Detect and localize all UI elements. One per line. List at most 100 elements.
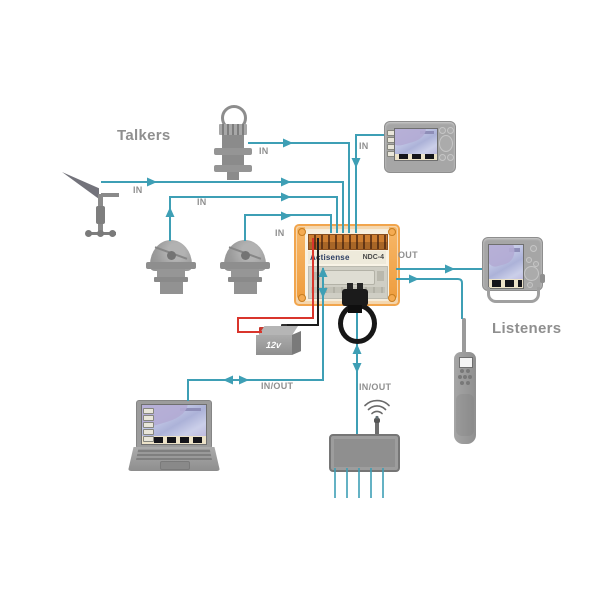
wind-vane-sensor bbox=[58, 170, 122, 242]
compass-sensor-2 bbox=[220, 238, 270, 296]
flow-label-display-top: IN bbox=[359, 141, 369, 151]
compass-base-plate bbox=[220, 262, 270, 269]
handheld-key bbox=[463, 375, 467, 379]
wifi-gateway-case bbox=[329, 434, 400, 472]
cable-handheld bbox=[396, 278, 463, 319]
cable-transducer bbox=[248, 142, 350, 233]
battery-12v: 12v bbox=[254, 322, 302, 356]
mux-endcap-left bbox=[297, 227, 305, 299]
plug-pin bbox=[357, 283, 363, 291]
battery-voltage-label: 12v bbox=[266, 340, 282, 350]
transducer-neck bbox=[222, 135, 244, 148]
wind-vane-blade bbox=[62, 172, 99, 199]
transducer-device bbox=[210, 103, 258, 183]
mux-terminal-strip bbox=[308, 234, 388, 250]
screen-tab bbox=[143, 422, 154, 428]
laptop-touchpad bbox=[160, 461, 190, 470]
flow-arrow-down bbox=[352, 363, 362, 373]
rotary-knob bbox=[524, 266, 539, 281]
compass-hub bbox=[241, 251, 250, 260]
flow-label-compass-2: IN bbox=[275, 228, 285, 238]
wifi-gateway bbox=[325, 398, 401, 472]
handheld-remote bbox=[450, 314, 480, 448]
pcb-chip bbox=[377, 271, 384, 281]
flow-arrow-right bbox=[239, 375, 249, 385]
screen-tab bbox=[143, 436, 154, 442]
flow-arrow-up bbox=[165, 207, 175, 217]
chartplotter-top bbox=[384, 121, 456, 173]
compass-hub bbox=[167, 251, 176, 260]
compass-sensor-1 bbox=[146, 238, 196, 296]
flow-label-laptop: IN/OUT bbox=[261, 381, 294, 391]
softkey-bar bbox=[399, 154, 436, 160]
wind-vane-arm bbox=[101, 193, 119, 197]
transducer-flange bbox=[214, 148, 252, 155]
rocker-pad bbox=[439, 135, 453, 152]
mount-stub bbox=[540, 274, 545, 283]
wind-vane-mast-joint bbox=[96, 206, 105, 224]
laptop-keyboard bbox=[136, 449, 212, 460]
handheld-display bbox=[459, 357, 473, 368]
handheld-grip bbox=[456, 394, 474, 436]
round-button bbox=[439, 154, 446, 161]
handheld-antenna bbox=[462, 318, 466, 356]
flow-label-transducer: IN bbox=[259, 146, 269, 156]
flow-arrow-right bbox=[409, 274, 419, 284]
battery-side bbox=[292, 331, 301, 355]
screen-tab bbox=[143, 415, 154, 421]
handheld-key bbox=[468, 375, 472, 379]
anemometer-cup bbox=[97, 230, 104, 237]
handheld-key bbox=[458, 375, 462, 379]
wifi-antenna bbox=[375, 422, 379, 436]
anemometer-cup bbox=[85, 230, 92, 237]
flow-label-display-right: OUT bbox=[398, 250, 418, 260]
compass-base-plate bbox=[146, 262, 196, 269]
flow-label-wind-vane: IN bbox=[133, 185, 143, 195]
flow-arrow-right bbox=[283, 138, 293, 148]
handheld-key bbox=[466, 369, 470, 373]
screen-header bbox=[509, 248, 521, 252]
screen-header bbox=[420, 131, 434, 134]
mounting-bracket bbox=[487, 287, 540, 303]
screen-tab bbox=[143, 408, 154, 414]
mux-brand-label: Actisense bbox=[310, 253, 350, 262]
flow-arrow-right bbox=[281, 192, 291, 202]
handheld-key bbox=[460, 369, 464, 373]
compass-foot bbox=[160, 282, 183, 294]
plug-pin bbox=[347, 283, 353, 291]
softkey-bar bbox=[153, 437, 204, 443]
flow-arrow-up bbox=[352, 344, 362, 354]
mux-screw bbox=[388, 294, 396, 302]
mux-screw bbox=[298, 294, 306, 302]
chartplotter-screen bbox=[488, 244, 524, 289]
battery-front: 12v bbox=[256, 335, 292, 355]
listeners-heading: Listeners bbox=[492, 320, 562, 337]
laptop-screen bbox=[141, 404, 207, 445]
chartplotter-right bbox=[482, 237, 546, 303]
flow-label-wifi-gateway: IN/OUT bbox=[359, 382, 392, 392]
flow-arrow-right bbox=[445, 264, 455, 274]
round-button bbox=[447, 127, 454, 134]
round-button bbox=[530, 245, 537, 252]
transducer-ribbed-cap bbox=[219, 124, 247, 135]
screen-tab bbox=[143, 429, 154, 435]
flow-label-compass-1: IN bbox=[197, 197, 207, 207]
anemometer-cup bbox=[109, 230, 116, 237]
round-button bbox=[527, 282, 533, 288]
wifi-gateway-pigtails bbox=[334, 468, 384, 498]
transducer-flange bbox=[214, 165, 252, 172]
handheld-key bbox=[466, 381, 470, 385]
chart-land bbox=[395, 129, 429, 149]
round-button bbox=[447, 154, 454, 161]
flow-arrow-right bbox=[147, 177, 157, 187]
handheld-key bbox=[460, 381, 464, 385]
mux-screw bbox=[298, 228, 306, 236]
wifi-antenna-tip bbox=[374, 418, 380, 423]
flow-arrow-down bbox=[351, 158, 361, 168]
compass-ring bbox=[154, 277, 188, 282]
compass-foot bbox=[234, 282, 257, 294]
round-button bbox=[526, 257, 532, 263]
transducer-tip bbox=[227, 172, 239, 180]
mux-label-band: Actisense NDC-4 bbox=[308, 251, 386, 264]
